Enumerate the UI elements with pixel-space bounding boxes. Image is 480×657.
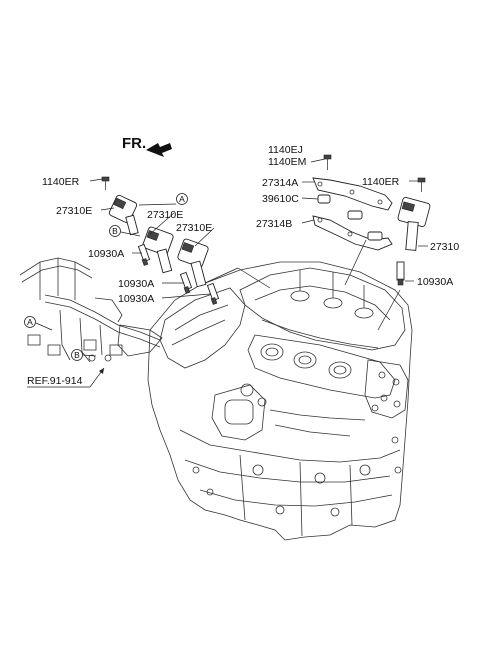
ignition-coil-1 [108,194,139,236]
callout-labels: 1140ER 27310E 27310E 27310E 10930A 10930… [42,144,459,305]
svg-text:B: B [74,350,80,360]
spark-plug-1 [137,243,151,266]
label-27310e-1: 27310E [56,205,92,217]
reference-label: REF.91-914 [27,375,83,387]
harness-27314b [312,215,393,251]
bolt-right-coil [417,177,426,192]
ignition-coil-2 [142,226,174,274]
circle-marker-a-left: A [24,316,36,328]
label-39610c: 39610C [262,193,299,205]
spark-plug-right [396,261,405,286]
label-10930a-2: 10930A [118,278,154,290]
label-1140er-left: 1140ER [42,176,80,188]
ignition-coil-right [397,197,431,251]
label-1140er-right: 1140ER [362,176,400,188]
label-27310e-2: 27310E [147,209,183,221]
left-wiring-harness [19,257,163,363]
clip-39610c [317,194,363,220]
label-1140ej: 1140EJ [268,144,303,156]
circle-marker-b-bottom: B [71,349,83,361]
reference-callout: REF.91-914 [27,367,105,388]
label-10930a-right: 10930A [417,276,453,288]
label-10930a-3: 10930A [118,293,154,305]
bolt-left [101,176,110,190]
label-27314a: 27314A [262,177,298,189]
spark-plug-2 [179,271,193,294]
front-arrow-icon [146,143,172,157]
label-27310e-3: 27310E [176,222,212,234]
label-1140em: 1140EM [268,156,306,168]
circle-marker-a-top: A [176,193,188,205]
bolt-right-top [323,154,332,170]
spark-plug-3 [206,282,220,305]
svg-text:A: A [179,194,185,204]
harness-27314a [312,177,393,211]
fr-label: FR. [122,135,146,152]
label-10930a-1: 10930A [88,248,124,260]
label-27310: 27310 [430,241,459,253]
leader-lines [35,158,428,357]
engine-block [147,261,413,541]
label-27314b: 27314B [256,218,292,230]
ignition-coil-3 [177,238,209,288]
svg-text:A: A [27,317,33,327]
circle-marker-b-top: B [109,225,121,237]
svg-text:B: B [112,226,118,236]
